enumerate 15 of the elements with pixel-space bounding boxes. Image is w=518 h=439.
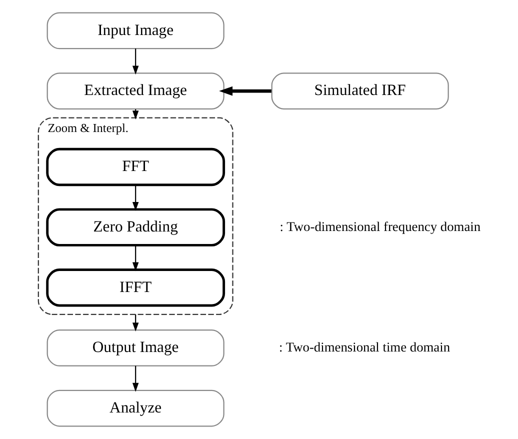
node-box: Input Image [46,12,224,50]
arrow [132,48,139,75]
node-box: Simulated IRF [271,72,449,110]
node-box: FFT [46,148,226,186]
arrow [132,245,139,272]
node-box: Zero Padding [46,208,226,246]
node-box: Analyze [46,390,224,427]
arrow [219,86,272,96]
label: : Two-dimensional frequency domain [280,218,481,234]
node-box: Extracted Image [46,72,224,110]
node-box: IFFT [46,268,226,307]
arrow [132,366,139,392]
node-box: Output Image [46,330,224,366]
arrow [132,184,139,211]
label: : Two-dimensional time domain [279,339,450,354]
